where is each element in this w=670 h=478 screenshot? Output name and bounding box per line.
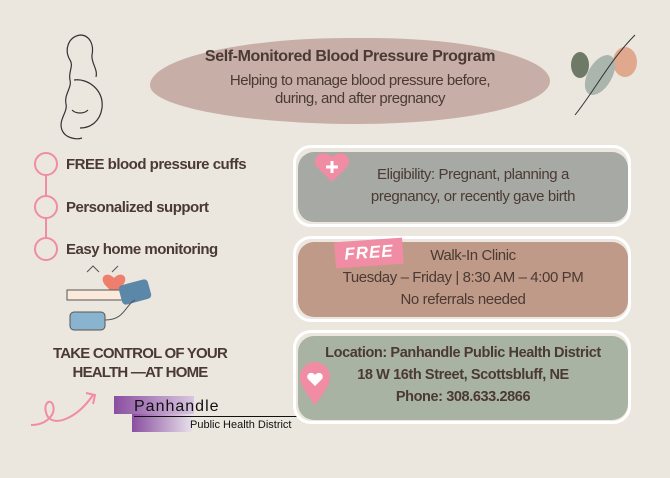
logo-mark-upper [114, 396, 194, 414]
clinic-title: Walk-In Clinic [430, 247, 516, 264]
eligibility-line: pregnancy, or recently gave birth [370, 188, 576, 205]
bullet-circle-icon [34, 237, 58, 261]
leaf-decoration-icon [571, 34, 637, 116]
pregnant-woman-illustration [60, 34, 103, 140]
bullet-support: Personalized support [34, 195, 209, 219]
tagline: TAKE CONTROL OF YOUR HEALTH —AT HOME [30, 344, 250, 382]
bullet-label: FREE blood pressure cuffs [66, 155, 247, 173]
location-address: 18 W 16th Street, Scottsbluff, NE [357, 367, 569, 383]
eligibility-box: Eligibility: Pregnant, planning a pregnan… [298, 152, 628, 222]
bullet-label: Personalized support [66, 198, 209, 216]
blood-pressure-monitor-illustration [66, 265, 152, 331]
logo-divider [134, 416, 299, 417]
logo-mark-lower [132, 414, 192, 432]
heart-plus-icon [314, 153, 350, 182]
arrow-swirl-icon [30, 392, 97, 426]
bullet-free-cuffs: FREE blood pressure cuffs [34, 152, 247, 176]
bullet-circle-icon [34, 152, 58, 176]
subtitle-line: Helping to manage blood pressure before, [229, 72, 491, 89]
free-badge: FREE [334, 237, 404, 269]
bullet-circle-icon [34, 195, 58, 219]
tagline-line: HEALTH —AT HOME [72, 364, 209, 381]
tagline-line: TAKE CONTROL OF YOUR [52, 345, 228, 362]
bullet-label: Easy home monitoring [66, 240, 218, 258]
clinic-hours: Tuesday – Friday | 8:30 AM – 4:00 PM [342, 269, 584, 286]
panhandle-logo: Panhandle Public Health District [114, 396, 304, 436]
logo-name: Panhandle [134, 398, 220, 415]
location-phone: Phone: 308.633.2866 [395, 389, 531, 405]
clinic-frame [293, 236, 631, 322]
eligibility-line: Eligibility: Pregnant, planning a [377, 166, 569, 183]
location-box: Location: Panhandle Public Health Distri… [298, 336, 628, 420]
bullet-monitoring: Easy home monitoring [34, 237, 218, 261]
location-heart-pin-icon [300, 362, 330, 405]
eligibility-frame [293, 145, 631, 227]
title-blob [150, 38, 550, 124]
location-name: Location: Panhandle Public Health Distri… [325, 345, 601, 361]
clinic-note: No referrals needed [400, 291, 526, 308]
program-title: Self-Monitored Blood Pressure Program [204, 48, 496, 65]
location-frame [293, 330, 631, 424]
logo-subname: Public Health District [190, 419, 292, 431]
subtitle-line: during, and after pregnancy [275, 90, 445, 107]
program-subtitle: Helping to manage blood pressure before,… [175, 72, 545, 108]
